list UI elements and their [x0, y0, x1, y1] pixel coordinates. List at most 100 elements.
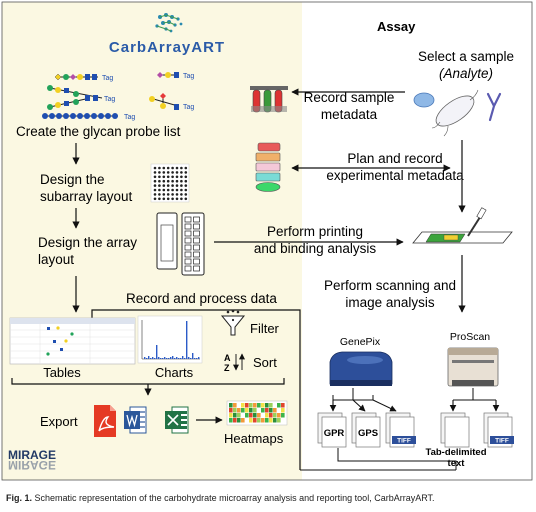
- left-panel-background: [2, 2, 302, 480]
- subarray-dot: [153, 193, 157, 196]
- subarray-dot: [158, 197, 161, 201]
- sort-letter-z: Z: [224, 363, 230, 373]
- chart-thumbnail-bar: [182, 356, 184, 359]
- chart-thumbnail-bar: [174, 358, 176, 359]
- heatmap-thumbnail-cell: [237, 418, 241, 423]
- heatmap-thumbnail-cell: [229, 408, 233, 413]
- glycan-tag-label: Tag: [183, 104, 194, 111]
- heatmap-thumbnail-cell: [237, 413, 241, 418]
- export-label: Export: [40, 414, 78, 429]
- subarray-dot: [166, 179, 170, 183]
- subarray-dot: [166, 184, 170, 187]
- heatmap-thumbnail-cell: [257, 413, 261, 418]
- chart-thumbnail-bar: [180, 358, 182, 359]
- subarray-dot: [184, 197, 188, 201]
- filter-label: Filter: [250, 321, 280, 336]
- subarray-dot: [166, 175, 170, 179]
- heatmap-thumbnail-cell: [269, 413, 273, 418]
- heatmap-thumbnail-cell: [241, 418, 245, 423]
- subarray-dot: [162, 175, 166, 179]
- subarray-dot: [175, 193, 179, 196]
- subarray-dot: [180, 166, 183, 170]
- design-array-label-1: Design the array: [38, 235, 137, 250]
- subarray-dot: [184, 166, 188, 170]
- subarray-dot: [153, 166, 157, 170]
- record-process-label: Record and process data: [126, 291, 277, 306]
- heatmap-thumbnail-cell: [273, 413, 277, 418]
- heatmap-thumbnail-cell: [249, 413, 253, 418]
- slide-well: [193, 258, 200, 265]
- chart-thumbnail-bar: [144, 357, 146, 359]
- glycan-probe: Tag: [47, 85, 115, 110]
- heatmap-thumbnail-cell: [233, 418, 237, 423]
- subarray-dot: [171, 193, 174, 196]
- heatmap-thumbnail-cell: [265, 413, 269, 418]
- subarray-dot: [180, 179, 183, 183]
- subarray-dot: [162, 184, 166, 187]
- chart-thumbnail-bar: [170, 357, 172, 359]
- slide-well: [184, 223, 192, 230]
- subarray-dot: [162, 166, 166, 170]
- chart-thumbnail-bar: [158, 357, 160, 359]
- slide-well: [184, 258, 192, 265]
- caption-label: Fig. 1.: [6, 493, 33, 503]
- heatmap-thumbnail-cell: [253, 408, 257, 413]
- genepix-label: GenePix: [340, 336, 381, 348]
- subarray-dot: [166, 188, 170, 192]
- subarray-dot: [175, 171, 179, 174]
- heatmap-thumbnail-cell: [261, 403, 265, 408]
- subarray-dot: [166, 197, 170, 201]
- chart-thumbnail-bar: [156, 345, 158, 359]
- subarray-dot: [171, 179, 174, 183]
- heatmap-thumbnail-cell: [281, 418, 285, 423]
- subarray-dot: [153, 179, 157, 183]
- tiff-label-2: TIFF: [495, 438, 509, 445]
- test-tubes-icon: [250, 86, 288, 113]
- chart-thumbnail-bar: [146, 358, 148, 359]
- plan-record-label-1: Plan and record: [347, 151, 442, 166]
- glycan-tag-label: Tag: [183, 73, 194, 80]
- glycan-tag-label: Tag: [102, 75, 113, 82]
- figure-frame: [1, 1, 533, 481]
- subarray-dot: [180, 193, 183, 196]
- subarray-layout-grid-icon: [150, 163, 190, 203]
- tables-thumbnail: [9, 317, 136, 365]
- subarray-dot: [158, 188, 161, 192]
- array-layout-slides-icon: [156, 212, 205, 276]
- gpr-file-icon: GPR: [317, 412, 347, 448]
- chart-thumbnail-bar: [172, 356, 174, 359]
- subarray-dot: [180, 171, 183, 174]
- perform-printing-label-1: Perform printing: [267, 224, 363, 239]
- chart-thumbnail-bar: [148, 356, 150, 359]
- heatmap-thumbnail-cell: [229, 418, 233, 423]
- subarray-dot: [171, 184, 174, 187]
- heatmap-thumbnail-cell: [249, 408, 253, 413]
- subarray-dot: [171, 197, 174, 201]
- subarray-dot: [184, 184, 188, 187]
- heatmap-thumbnail-cell: [229, 403, 233, 408]
- charts-thumbnail: [137, 315, 203, 364]
- slide-well: [184, 230, 192, 237]
- brand-name: CarbArrayART: [109, 39, 225, 56]
- heatmap-thumbnail-cell: [277, 408, 281, 413]
- chart-thumbnail-bar: [150, 358, 152, 359]
- slide-well: [193, 265, 200, 272]
- sort-label: Sort: [253, 355, 277, 370]
- subarray-dot: [158, 171, 161, 174]
- subarray-dot: [184, 188, 188, 192]
- excel-icon: [165, 406, 189, 434]
- chart-thumbnail-bar: [198, 357, 200, 359]
- subarray-dot: [180, 175, 183, 179]
- heatmap-thumbnail-cell: [257, 403, 261, 408]
- chart-thumbnail-bar: [152, 357, 154, 359]
- heatmap-thumbnail-cell: [281, 413, 285, 418]
- subarray-dot: [162, 193, 166, 196]
- tables-label: Tables: [43, 365, 81, 380]
- chart-thumbnail-bar: [178, 358, 180, 359]
- subarray-dot: [184, 179, 188, 183]
- slide-well: [184, 265, 192, 272]
- chart-thumbnail-bar: [192, 353, 194, 359]
- subarray-dot: [166, 166, 170, 170]
- tiff-file-icon: TIFF: [385, 412, 416, 448]
- subarray-dot: [158, 184, 161, 187]
